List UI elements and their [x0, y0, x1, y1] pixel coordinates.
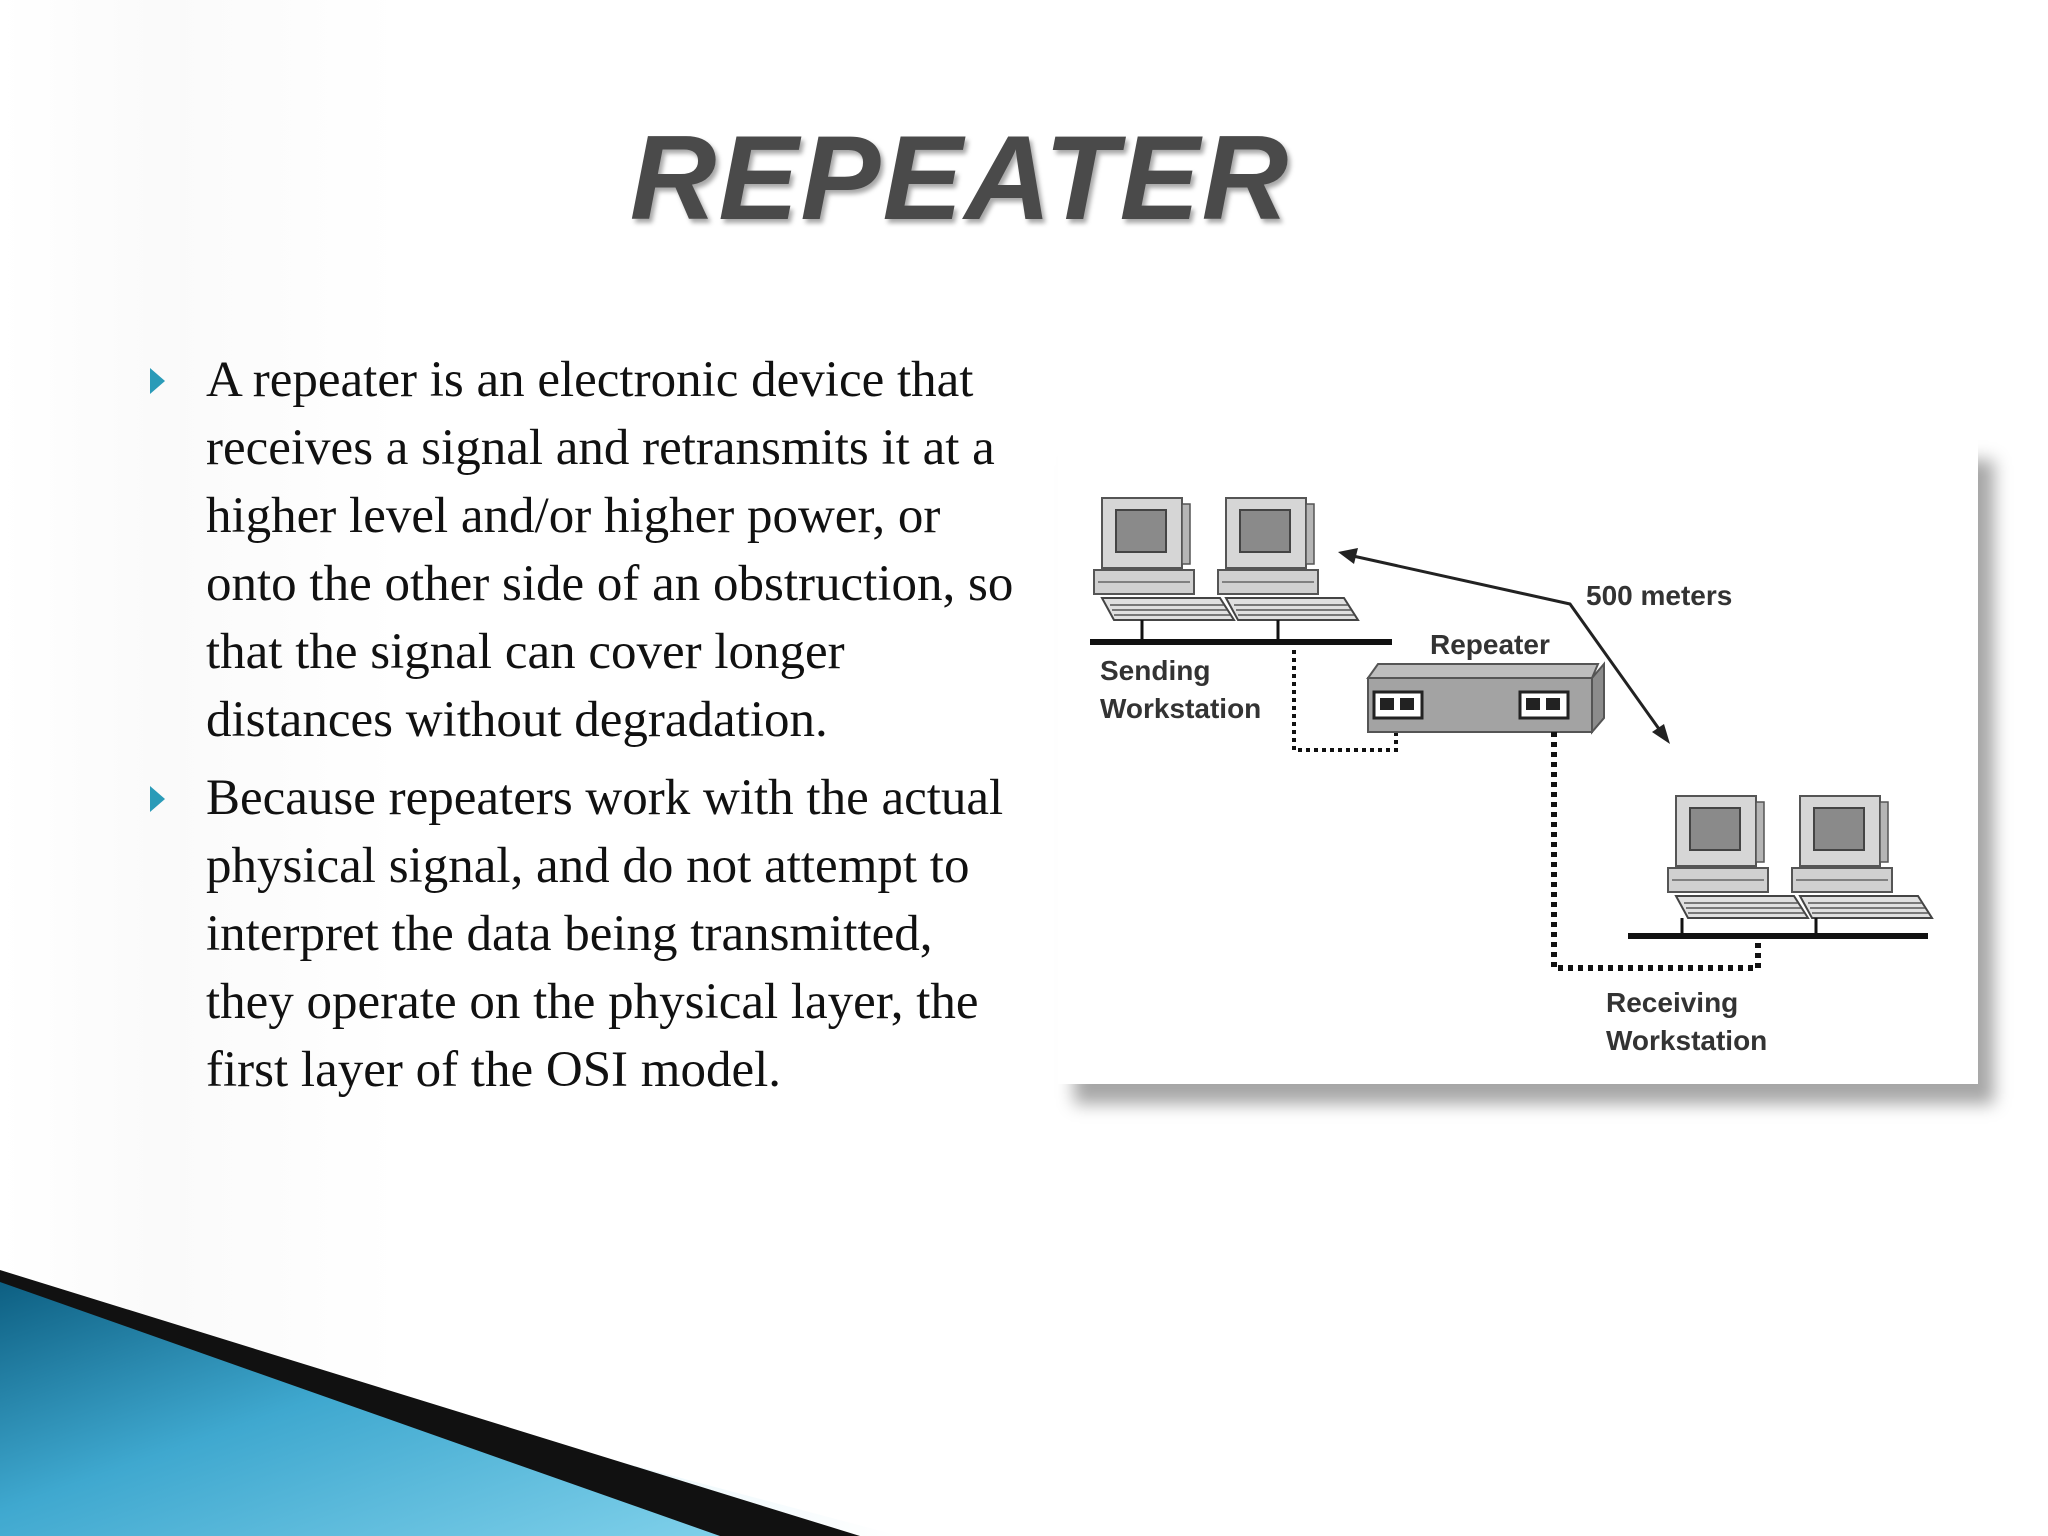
receiving-label-line1: Receiving — [1606, 987, 1738, 1018]
distance-arrow — [1338, 548, 1670, 744]
sending-link — [1292, 650, 1398, 752]
distance-label: 500 meters — [1586, 580, 1732, 611]
receiving-workstation-1 — [1667, 795, 1809, 919]
bullet-arrow-icon — [150, 786, 165, 812]
sending-label-line2: Workstation — [1100, 693, 1261, 724]
sending-label-line1: Sending — [1100, 655, 1210, 686]
bullet-list: A repeater is an electronic device that … — [150, 346, 1030, 1114]
receiving-workstation-2 — [1791, 795, 1933, 919]
bullet-item: Because repeaters work with the actual p… — [150, 764, 1030, 1104]
repeater-device — [1366, 661, 1605, 735]
receiving-label-line2: Workstation — [1606, 1025, 1767, 1056]
bullet-arrow-icon — [150, 368, 165, 394]
sending-workstation-1 — [1093, 497, 1235, 621]
corner-swoosh-decoration — [0, 1270, 900, 1536]
repeater-diagram: 500 meters Repeater Sending Workstation … — [1058, 440, 1978, 1084]
slide-title: REPEATER — [629, 111, 1291, 245]
sending-workstation-2 — [1217, 497, 1359, 621]
bullet-text: Because repeaters work with the actual p… — [206, 770, 1004, 1098]
bullet-item: A repeater is an electronic device that … — [150, 346, 1030, 754]
bullet-text: A repeater is an electronic device that … — [206, 352, 1014, 748]
repeater-label: Repeater — [1430, 629, 1550, 660]
